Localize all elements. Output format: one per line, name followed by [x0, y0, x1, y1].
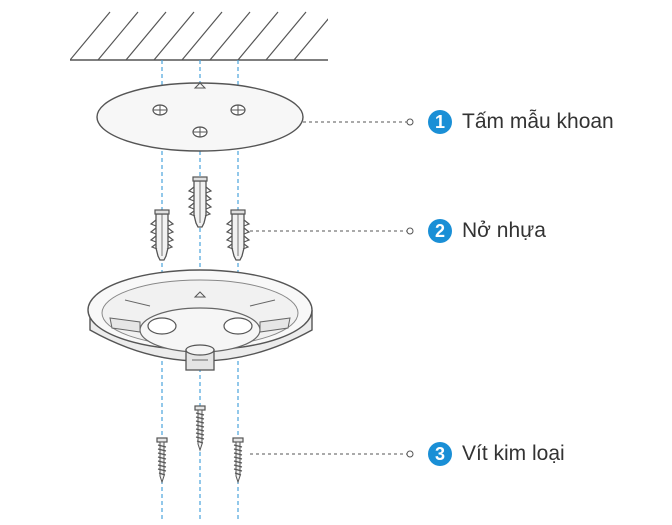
callout-plastic-anchor: 2 Nở nhựa [428, 219, 546, 243]
leader-dot [406, 227, 414, 235]
callout-drill-template: 1 Tấm mẫu khoan [428, 110, 614, 134]
number-badge: 2 [428, 219, 452, 243]
number-badge: 3 [428, 442, 452, 466]
callout-label: Vít kim loại [462, 442, 565, 465]
ceiling-icon [70, 11, 328, 61]
callout-metal-screw: 3 Vít kim loại [428, 442, 565, 466]
leader-dot [406, 118, 414, 126]
leader-dot [406, 450, 414, 458]
number-badge: 1 [428, 110, 452, 134]
drill-template-icon [96, 82, 304, 152]
callout-label: Tấm mẫu khoan [462, 110, 614, 133]
mounting-base-icon [87, 269, 313, 371]
leader-lines [250, 121, 407, 455]
callout-label: Nở nhựa [462, 219, 546, 242]
